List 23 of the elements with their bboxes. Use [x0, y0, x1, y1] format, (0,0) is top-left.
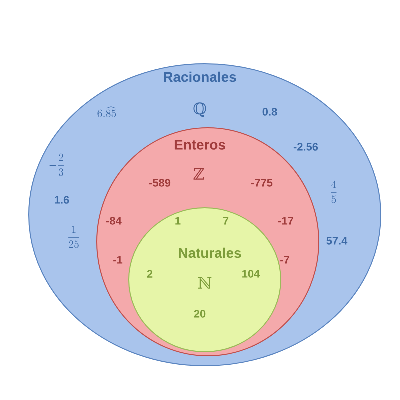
set-name: Racionales: [164, 72, 236, 82]
number-label: -17: [278, 217, 294, 225]
number-label: 20: [194, 310, 206, 318]
number-label: 57.4: [326, 237, 348, 245]
number-label: -2.56: [294, 143, 318, 151]
set-name: Enteros: [174, 140, 226, 150]
number-label: -589: [149, 179, 171, 187]
set-symbol: ℚ: [194, 102, 206, 118]
number-label: 7: [223, 217, 229, 225]
number-label: 0.8: [262, 108, 278, 116]
fraction-label: $\frac{4}{5}$: [331, 180, 337, 204]
number-label: -7: [280, 256, 290, 264]
number-label: 1: [176, 217, 181, 225]
set-symbol: ℕ: [198, 277, 212, 289]
set-name: Naturales: [179, 248, 242, 258]
number-label: 104: [242, 270, 260, 278]
number-label: $6.\widehat{85}$: [98, 106, 116, 118]
fraction-label: $-\frac{2}{3}$: [50, 154, 64, 176]
number-label: 2: [147, 270, 153, 278]
set-symbol: ℤ: [194, 168, 204, 180]
number-label: 1.6: [55, 196, 70, 204]
fraction-label: $\frac{1}{25}$: [68, 226, 80, 248]
number-label: -775: [251, 179, 273, 187]
